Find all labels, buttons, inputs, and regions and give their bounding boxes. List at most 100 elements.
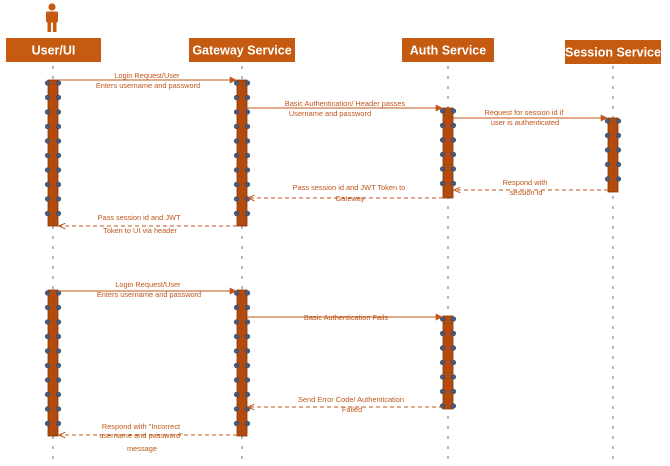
activation-knob bbox=[233, 80, 240, 86]
activation-knob bbox=[244, 290, 251, 296]
svg-text:Request for session id if: Request for session id if user is authen… bbox=[485, 108, 566, 127]
activation-knob bbox=[44, 138, 51, 144]
activation-knob bbox=[439, 345, 446, 351]
activation-knob bbox=[439, 374, 446, 380]
activation-knob bbox=[615, 147, 622, 153]
activation-knob bbox=[244, 333, 251, 340]
activation-knob bbox=[44, 152, 51, 159]
activation-knob bbox=[244, 167, 251, 173]
activation-knob bbox=[244, 138, 251, 144]
activation-knob bbox=[233, 181, 240, 188]
activation-knob bbox=[615, 132, 622, 139]
activation-knob bbox=[450, 330, 457, 337]
activation-knob bbox=[55, 348, 62, 354]
participant-gateway-label: Gateway Service bbox=[192, 44, 291, 58]
svg-text:Respond with session id: Respond with session id bbox=[503, 178, 550, 197]
activation-knob bbox=[55, 181, 62, 188]
activation-knob bbox=[44, 210, 51, 217]
participant-ui: User/UI bbox=[6, 38, 101, 62]
activation-knob bbox=[44, 94, 51, 101]
activation-knob bbox=[55, 94, 62, 101]
svg-text:Basic Authentication Fails: Basic Authentication Fails bbox=[304, 313, 389, 322]
activation-knob bbox=[604, 161, 611, 168]
activation-knob bbox=[55, 377, 62, 383]
activation-knob bbox=[604, 147, 611, 153]
activation-knob bbox=[233, 406, 240, 412]
activation-knob bbox=[55, 304, 62, 311]
activation-knob bbox=[44, 377, 51, 383]
activation-knob bbox=[450, 374, 457, 380]
activation-knob bbox=[233, 319, 240, 325]
activation-knob bbox=[450, 122, 457, 129]
activation-ui-1 bbox=[44, 79, 62, 227]
activation-knob bbox=[233, 420, 240, 427]
activation-knob bbox=[44, 391, 51, 398]
participant-session: Session Service bbox=[565, 40, 661, 64]
activation-knob bbox=[44, 333, 51, 340]
activation-session-1 bbox=[604, 117, 622, 193]
activation-knob bbox=[55, 80, 62, 86]
activation-knob bbox=[244, 362, 251, 369]
activation-knob bbox=[244, 348, 251, 354]
activation-knob bbox=[244, 196, 251, 202]
activation-knob bbox=[44, 290, 51, 296]
activation-knob bbox=[450, 388, 457, 395]
activation-knob bbox=[55, 167, 62, 173]
activation-knob bbox=[450, 403, 457, 409]
activation-knob bbox=[55, 152, 62, 159]
activation-knob bbox=[55, 333, 62, 340]
message-login-request: Login Request/User Enters username and p… bbox=[58, 71, 237, 90]
activation-knob bbox=[244, 109, 251, 115]
activation-knob bbox=[244, 152, 251, 159]
activation-knob bbox=[244, 181, 251, 188]
activation-knob bbox=[233, 138, 240, 144]
activation-knob bbox=[244, 377, 251, 383]
activation-knob bbox=[450, 316, 457, 322]
person-icon bbox=[46, 3, 58, 32]
activation-knob bbox=[604, 118, 611, 124]
activation-knob bbox=[233, 94, 240, 101]
activation-knob bbox=[44, 406, 51, 412]
activation-knob bbox=[244, 406, 251, 412]
message-respond-session-id: Respond with session id bbox=[454, 178, 608, 197]
activation-knob bbox=[44, 80, 51, 86]
activation-knob bbox=[439, 137, 446, 143]
activation-knob bbox=[439, 166, 446, 172]
svg-text:Respond with "Incorrect: Respond with "Incorrect username and pas… bbox=[99, 422, 185, 453]
activation-knob bbox=[450, 108, 457, 114]
participant-auth-label: Auth Service bbox=[410, 44, 486, 58]
activation-knob bbox=[244, 94, 251, 101]
svg-text:Login Request/User Enter: Login Request/User Enters username and p… bbox=[96, 71, 200, 90]
activation-knob bbox=[439, 108, 446, 114]
activation-gateway-2 bbox=[233, 289, 251, 437]
participant-auth: Auth Service bbox=[402, 38, 494, 62]
activation-knob bbox=[233, 362, 240, 369]
activation-knob bbox=[439, 122, 446, 129]
activation-knob bbox=[44, 420, 51, 427]
activation-knob bbox=[439, 388, 446, 395]
activation-knob bbox=[450, 180, 457, 187]
activation-knob bbox=[55, 406, 62, 412]
activation-knob bbox=[233, 152, 240, 159]
activation-knob bbox=[44, 196, 51, 202]
message-error-code: Send Error Code/ Authentication Failed bbox=[248, 395, 443, 414]
message-incorrect-credentials: Respond with "Incorrect username and pas… bbox=[59, 422, 237, 453]
activation-gateway-1 bbox=[233, 79, 251, 227]
activation-knob bbox=[244, 304, 251, 311]
activation-knob bbox=[55, 362, 62, 369]
participant-ui-label: User/UI bbox=[32, 44, 76, 58]
activation-knob bbox=[55, 109, 62, 115]
svg-text:Send Error Code/ Authenticatio: Send Error Code/ Authentication Failed bbox=[298, 395, 406, 414]
activation-knob bbox=[55, 319, 62, 325]
activation-knob bbox=[44, 109, 51, 115]
activation-knob bbox=[55, 138, 62, 144]
activation-knob bbox=[233, 333, 240, 340]
activation-knob bbox=[233, 304, 240, 311]
activation-knob bbox=[233, 123, 240, 130]
activation-knob bbox=[44, 123, 51, 130]
activation-knob bbox=[233, 196, 240, 202]
message-basic-auth: Basic Authentication/ Header passes User… bbox=[247, 99, 443, 118]
activation-knob bbox=[44, 362, 51, 369]
activation-auth-2 bbox=[439, 315, 457, 410]
